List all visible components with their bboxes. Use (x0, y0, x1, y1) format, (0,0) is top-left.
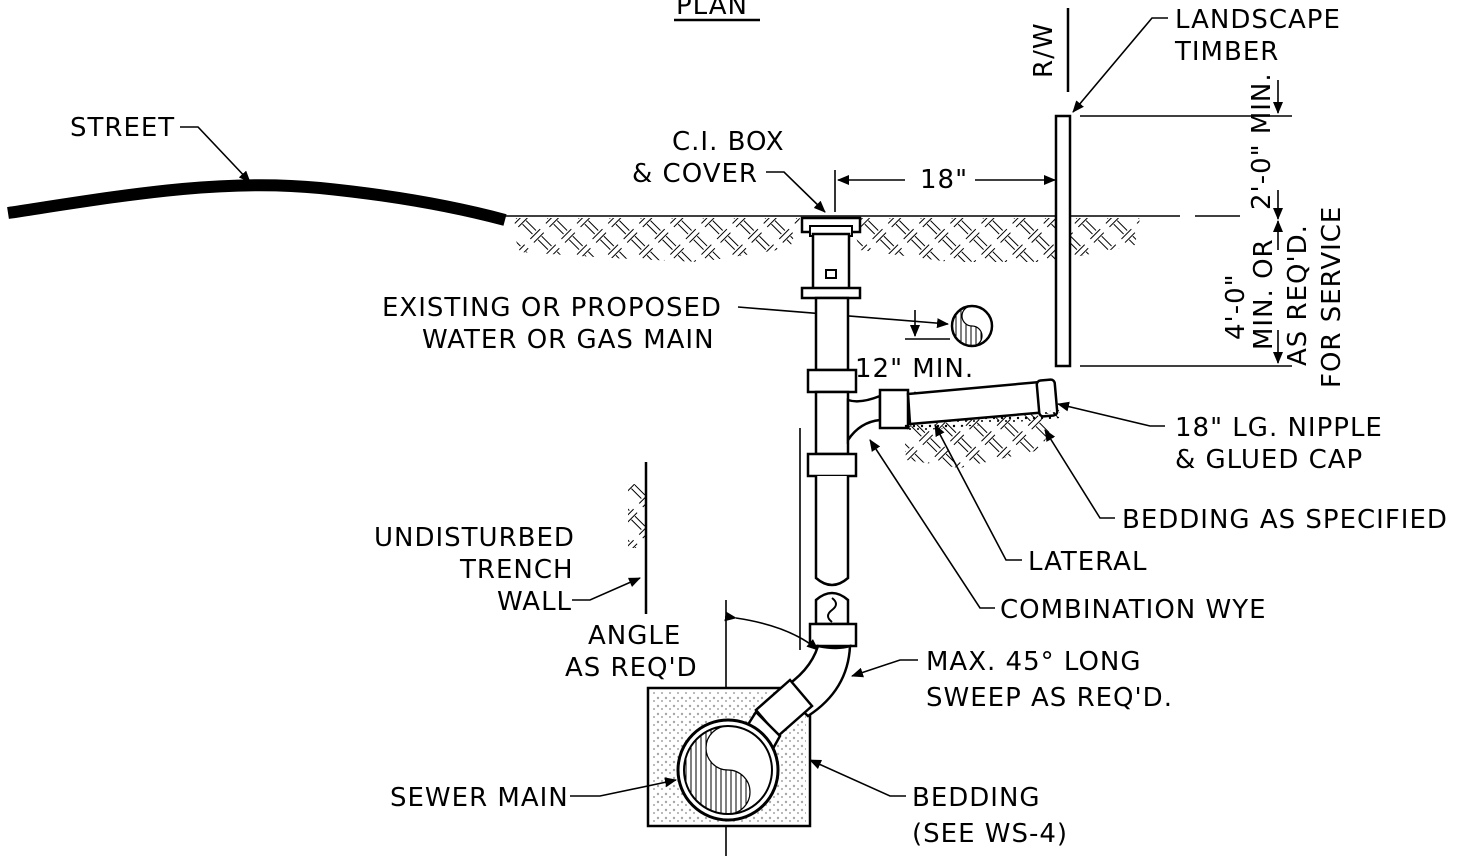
bedding-leader (809, 759, 906, 797)
main-label-1: EXISTING OR PROPOSED (382, 293, 722, 323)
trench-wall-hatch (628, 484, 646, 548)
lateral-leader (934, 424, 1022, 561)
page-title: PLAN (676, 0, 748, 21)
dim-2ft-label: 2'-0" MIN. (1247, 72, 1277, 210)
wye-leader (869, 439, 995, 609)
vertical-dimensions: 2'-0" MIN. 4'-0" MIN. OR AS REQ'D. FOR S… (1080, 72, 1347, 388)
nipple-label-1: 18" LG. NIPPLE (1175, 413, 1383, 443)
min12-label: 12" MIN. (855, 354, 974, 384)
bedding-spec-label: BEDDING AS SPECIFIED (1122, 505, 1448, 535)
trench-leader (572, 577, 641, 601)
title-group: PLAN (674, 0, 760, 22)
ground-hatch-right (850, 218, 1140, 262)
sweep-leader (851, 659, 918, 678)
ci-box-cover (800, 216, 862, 300)
min-or-label: MIN. OR (1249, 238, 1279, 350)
ground-hatch-left (508, 218, 800, 262)
sweep-label-1: MAX. 45° LONG (926, 647, 1142, 677)
landscape-timber (1054, 114, 1072, 368)
ci-box-label-1: C.I. BOX (672, 127, 785, 157)
nipple-label-2: & GLUED CAP (1175, 445, 1363, 475)
wye-label: COMBINATION WYE (1000, 595, 1267, 625)
as-reqd-label: AS REQ'D. (1283, 224, 1313, 366)
bedding-label-1: BEDDING (912, 783, 1041, 813)
sewer-main-pipe (676, 718, 780, 822)
bedding-spec-leader (1044, 429, 1115, 519)
ci-box-label-2: & COVER (632, 159, 758, 189)
trench-label-1: UNDISTURBED (374, 523, 575, 553)
ci-box-leader (766, 171, 826, 213)
water-gas-main-pipe (950, 304, 994, 348)
street-label: STREET (70, 113, 175, 143)
sewer-label: SEWER MAIN (390, 783, 569, 813)
landscape-leader (1072, 17, 1168, 113)
nipple-leader (1057, 401, 1165, 427)
landscape-label-1: LANDSCAPE (1175, 5, 1341, 35)
main-label-2: WATER OR GAS MAIN (422, 325, 715, 355)
dim-4ft-label: 4'-0" (1221, 273, 1251, 340)
lateral-label: LATERAL (1028, 547, 1147, 577)
angle-label-1: ANGLE (588, 621, 681, 651)
sewer-leader (570, 777, 677, 797)
rw-label: R/W (1029, 22, 1059, 78)
sweep-label-2: SWEEP AS REQ'D. (926, 683, 1173, 713)
for-service-label: FOR SERVICE (1317, 206, 1347, 388)
angle-arc (724, 611, 819, 651)
landscape-label-2: TIMBER (1174, 37, 1279, 67)
street-leader (180, 126, 251, 183)
trench-label-3: WALL (497, 587, 572, 617)
trench-label-2: TRENCH (459, 555, 574, 585)
angle-label-2: AS REQ'D (565, 653, 698, 683)
riser-pipe (806, 296, 858, 648)
bedding-label-2: (SEE WS-4) (912, 819, 1068, 849)
dim-18-label: 18" (920, 165, 968, 195)
street-pavement-line (7, 179, 507, 226)
